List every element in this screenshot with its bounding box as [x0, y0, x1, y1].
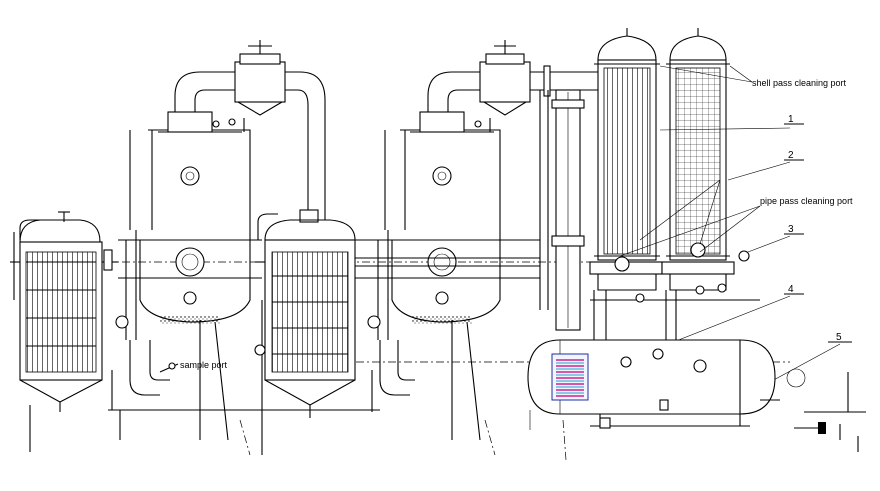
shell-pass-cleaning-port-label: shell pass cleaning port [752, 78, 847, 88]
horizontal-tank [527, 283, 776, 429]
right-separator [427, 40, 600, 132]
callout-1: 1 [788, 114, 794, 125]
sample-port-label: sample port [180, 360, 228, 370]
misc-marks [529, 368, 866, 452]
callout-5: 5 [836, 332, 842, 343]
condenser-1 [589, 28, 663, 291]
downcomer-pipes [539, 89, 585, 331]
pipe-pass-cleaning-port-label: pipe pass cleaning port [760, 196, 853, 206]
left-heater [10, 211, 118, 412]
left-separator [174, 40, 326, 223]
left-evaporator [29, 111, 380, 452]
callout-4: 4 [788, 284, 794, 295]
right-evaporator [355, 111, 540, 441]
condenser-2 [661, 28, 750, 291]
callout-3: 3 [788, 224, 794, 235]
callout-2: 2 [788, 150, 794, 161]
middle-heater [254, 213, 356, 455]
